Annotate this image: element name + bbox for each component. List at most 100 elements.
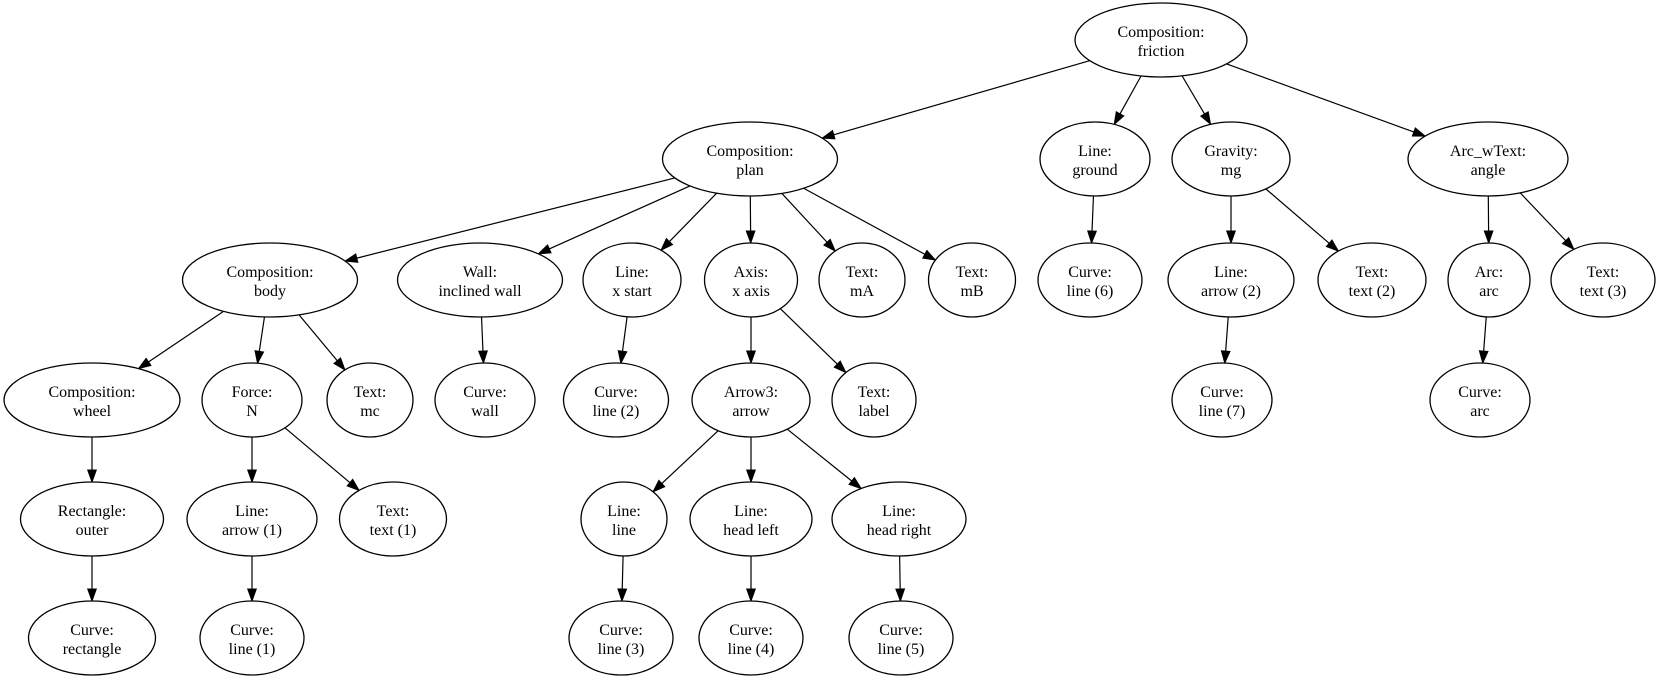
edge-line-line-curve-line-3 bbox=[617, 555, 628, 603]
edge-x-axis-arrow3-arrow bbox=[745, 317, 757, 365]
edge-body-wheel bbox=[137, 310, 224, 370]
node-text-mb: Text:mB bbox=[927, 242, 1017, 318]
arrowhead-icon bbox=[343, 253, 359, 263]
arrowhead-icon bbox=[660, 237, 674, 252]
edge-line bbox=[1265, 188, 1331, 245]
arrowhead-icon bbox=[1325, 239, 1340, 253]
node-curve-wall: Curve:wall bbox=[434, 362, 536, 438]
node-label: Text:mA bbox=[846, 264, 879, 300]
edge-line bbox=[899, 555, 901, 591]
edge-angle-text-text-3 bbox=[1519, 192, 1575, 251]
arrowhead-icon bbox=[820, 129, 836, 140]
edge-x-axis-text-label bbox=[779, 308, 847, 374]
node-curve-line-4: Curve:line (4) bbox=[698, 600, 804, 676]
node-arc-arc: Arc:arc bbox=[1447, 242, 1531, 318]
node-curve-line-2: Curve:line (2) bbox=[562, 362, 670, 438]
node-label: Curve:line (7) bbox=[1199, 384, 1246, 420]
edge-inclined-wall-curve-wall bbox=[477, 316, 488, 365]
arrowhead-icon bbox=[1478, 350, 1489, 365]
node-label: Line:line bbox=[607, 503, 641, 539]
edge-plan-body bbox=[343, 177, 675, 263]
node-ellipse bbox=[396, 242, 564, 318]
edge-plan-inclined-wall bbox=[537, 185, 691, 255]
edge-line bbox=[803, 187, 927, 256]
node-ellipse bbox=[1171, 121, 1291, 197]
node-ellipse bbox=[338, 481, 448, 557]
node-ellipse bbox=[831, 481, 967, 557]
node-ellipse bbox=[691, 362, 811, 438]
edge-line-arrow-2-curve-line-7 bbox=[1220, 316, 1231, 365]
node-ellipse bbox=[201, 362, 303, 438]
node-label: Line:arrow (1) bbox=[222, 503, 282, 539]
arrowhead-icon bbox=[1087, 230, 1098, 245]
node-curve-arc: Curve:arc bbox=[1429, 362, 1531, 438]
arrowhead-icon bbox=[346, 478, 361, 492]
arrowhead-icon bbox=[823, 238, 837, 253]
arrowhead-icon bbox=[1483, 230, 1494, 245]
node-ellipse bbox=[1317, 242, 1427, 318]
node-friction: Composition:friction bbox=[1074, 2, 1248, 78]
node-label: Axis:x axis bbox=[732, 264, 770, 300]
node-arrow3-arrow: Arrow3:arrow bbox=[691, 362, 811, 438]
edge-line bbox=[480, 316, 484, 353]
node-label: Curve:line (5) bbox=[878, 622, 925, 658]
edge-force-n-text-text-1 bbox=[284, 427, 361, 492]
edge-arrow3-arrow-head-left bbox=[745, 437, 757, 484]
edge-line bbox=[258, 316, 266, 353]
node-x-start: Line:x start bbox=[582, 242, 682, 318]
edge-line bbox=[832, 60, 1090, 136]
node-label: Gravity:mg bbox=[1204, 143, 1257, 179]
node-ellipse bbox=[1167, 242, 1295, 318]
node-ellipse bbox=[818, 242, 906, 318]
edge-friction-plan bbox=[820, 60, 1090, 140]
node-ellipse bbox=[1171, 362, 1273, 438]
arrowhead-icon bbox=[333, 357, 346, 372]
node-ellipse bbox=[1039, 121, 1151, 197]
node-label: Text:text (1) bbox=[370, 503, 417, 539]
node-line-line: Line:line bbox=[580, 481, 668, 557]
edge-friction-angle bbox=[1226, 63, 1427, 137]
arrowhead-icon bbox=[137, 357, 152, 370]
edge-line bbox=[781, 193, 829, 244]
arrowhead-icon bbox=[1113, 110, 1125, 126]
node-text-text-2: Text:text (2) bbox=[1317, 242, 1427, 318]
node-ellipse bbox=[1447, 242, 1531, 318]
edge-line bbox=[1224, 316, 1229, 353]
node-ellipse bbox=[1407, 121, 1569, 197]
node-ellipse bbox=[27, 600, 157, 676]
edge-gravity-mg-text-text-2 bbox=[1265, 188, 1340, 253]
arrowhead-icon bbox=[246, 469, 258, 484]
node-label: Curve:wall bbox=[463, 384, 507, 420]
edge-wheel-rect-outer bbox=[86, 437, 98, 484]
edge-line bbox=[284, 427, 352, 484]
node-label: Arc:arc bbox=[1475, 264, 1503, 300]
edge-rect-outer-curve-rectangle bbox=[86, 556, 98, 603]
node-label: Curve:line (1) bbox=[229, 622, 276, 658]
node-ground: Line:ground bbox=[1039, 121, 1151, 197]
node-label: Text:mc bbox=[354, 384, 387, 420]
node-label: Arc_wText:angle bbox=[1450, 143, 1526, 179]
node-label: Composition:plan bbox=[706, 143, 793, 179]
node-ellipse bbox=[1550, 242, 1656, 318]
node-text-text-1: Text:text (1) bbox=[338, 481, 448, 557]
arrowhead-icon bbox=[477, 350, 488, 365]
node-label: Curve:line (3) bbox=[598, 622, 645, 658]
node-x-axis: Axis:x axis bbox=[703, 242, 799, 318]
edge-line bbox=[1519, 192, 1567, 242]
edge-plan-text-mb bbox=[803, 187, 937, 261]
edge-plan-x-start bbox=[660, 192, 718, 252]
edge-line-arrow-1-curve-line-1 bbox=[246, 556, 258, 603]
node-head-left: Line:head left bbox=[689, 481, 813, 557]
node-label: Text:text (3) bbox=[1580, 264, 1627, 300]
arrowhead-icon bbox=[86, 469, 98, 484]
node-ellipse bbox=[3, 362, 181, 438]
node-label: Composition:body bbox=[226, 264, 313, 300]
edge-line bbox=[660, 430, 719, 485]
node-label: Composition:friction bbox=[1117, 24, 1204, 60]
arrowhead-icon bbox=[1199, 110, 1212, 126]
node-ellipse bbox=[580, 481, 668, 557]
edge-x-start-curve-line-2 bbox=[617, 316, 628, 365]
edge-angle-arc-arc bbox=[1483, 195, 1494, 245]
node-ellipse bbox=[562, 362, 670, 438]
